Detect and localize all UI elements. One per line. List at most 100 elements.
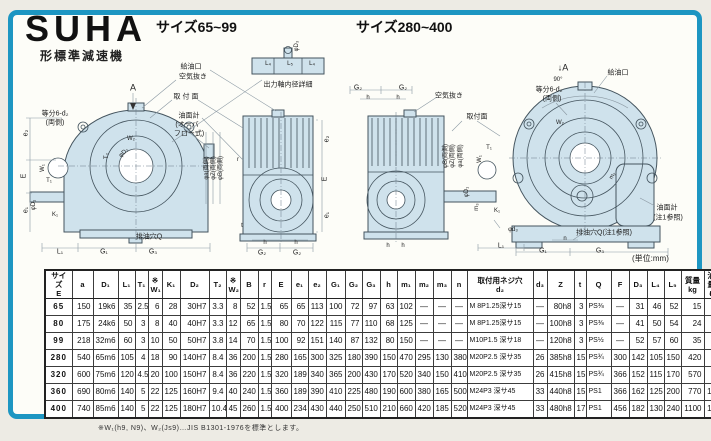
table-cell: 3.8 <box>208 332 227 350</box>
table-cell: 250 <box>344 400 363 419</box>
table-cell: 97 <box>361 298 381 316</box>
table-cell: 35 <box>680 332 705 350</box>
table-cell: 2 <box>703 315 711 333</box>
table-cell: 72 <box>344 298 363 316</box>
table-cell: 120 <box>117 366 136 384</box>
table-cell: 3.3 <box>208 315 227 333</box>
table-cell: 24 <box>680 315 705 333</box>
size-cell: 320 <box>44 366 73 384</box>
table-cell: 80 <box>379 332 398 350</box>
table-cell: 100 <box>161 366 181 384</box>
table-cell: 420 <box>414 400 434 419</box>
table-cell: 218 <box>71 332 94 350</box>
table-cell: 150H7 <box>179 366 210 384</box>
table-cell: 92 <box>290 332 309 350</box>
table-cell: 456 <box>610 400 630 419</box>
table-cell: 100 <box>325 298 346 316</box>
column-header: ※ W₂ <box>225 269 241 299</box>
table-cell: 3 <box>703 332 711 350</box>
table-cell: 19k6 <box>92 298 119 316</box>
reducer-bodies <box>29 47 661 249</box>
column-header: D₃ <box>628 269 648 299</box>
table-cell: 1.5 <box>257 400 272 419</box>
table-cell: 115 <box>646 366 665 384</box>
dimension-lines <box>26 69 669 256</box>
table-cell: 18 <box>147 349 163 367</box>
table-cell: 150 <box>71 298 94 316</box>
table-cell: 122 <box>307 315 327 333</box>
table-cell: 75m6 <box>92 366 119 384</box>
column-header: G₂ <box>344 269 363 299</box>
brand-subtitle: 形標準減速機 <box>40 49 125 63</box>
table-cell: 340 <box>307 366 327 384</box>
table-cell: 68 <box>379 315 398 333</box>
section-arrow <box>130 103 136 110</box>
column-header: L₅ <box>663 269 682 299</box>
table-cell: M 8P1.25深サ15 <box>466 315 534 333</box>
table-cell: 180H7 <box>179 400 210 419</box>
brand-logo: SUHA <box>25 8 148 49</box>
table-cell: 162 <box>628 383 648 401</box>
column-header: m₂ <box>414 269 434 299</box>
table-cell: 110 <box>361 315 381 333</box>
column-header: T₁ <box>134 269 149 299</box>
table-cell: 130 <box>646 400 665 419</box>
column-header: 取付用ネジ穴 d₂ <box>466 269 534 299</box>
table-cell: 340 <box>414 366 434 384</box>
table-cell: 125 <box>396 315 416 333</box>
table-cell: 260 <box>239 400 259 419</box>
table-cell: 150 <box>379 349 398 367</box>
table-cell: PS½ <box>585 332 612 350</box>
table-cell: 1100 <box>680 400 705 419</box>
table-cell: PS1 <box>585 383 612 401</box>
table-cell: 87 <box>344 332 363 350</box>
table-cell: 440h8 <box>546 383 575 401</box>
table-cell: 175 <box>71 315 94 333</box>
table-cell: — <box>610 298 630 316</box>
table-cell: 140 <box>117 400 136 419</box>
table-cell: 600 <box>71 366 94 384</box>
table-cell: — <box>532 332 548 350</box>
table-cell: PS⅜ <box>585 298 612 316</box>
column-header: B <box>239 269 259 299</box>
size-cell: 280 <box>44 349 73 367</box>
table-cell: 1.5 <box>257 366 272 384</box>
table-cell: — <box>414 332 434 350</box>
table-cell: 10 <box>147 332 163 350</box>
column-header: r <box>257 269 272 299</box>
table-cell: 380 <box>450 349 468 367</box>
table-cell: 3.3 <box>208 298 227 316</box>
table-cell: 36 <box>225 366 241 384</box>
table-cell: 185 <box>432 400 452 419</box>
table-cell: PS¾ <box>585 349 612 367</box>
table-cell: 160H7 <box>179 383 210 401</box>
table-cell: 1 <box>703 298 711 316</box>
table-cell: 1.5 <box>257 315 272 333</box>
table-cell: 325 <box>325 349 346 367</box>
table-cell: 320 <box>270 366 292 384</box>
table-cell: — <box>432 298 452 316</box>
table-cell: 2.5 <box>134 298 149 316</box>
table-cell: 1.5 <box>257 349 272 367</box>
table-cell: 125 <box>161 400 181 419</box>
column-header: K₁ <box>161 269 181 299</box>
table-cell: 140 <box>117 383 136 401</box>
table-cell: 152 <box>628 366 648 384</box>
table-cell: 12 <box>703 383 711 401</box>
table-cell: 70 <box>290 315 309 333</box>
table-cell: 150 <box>663 349 682 367</box>
table-cell: 12 <box>225 315 241 333</box>
table-cell: 26 <box>532 366 548 384</box>
table-cell: M20P2.5 深サ35 <box>466 366 534 384</box>
table-cell: 70 <box>239 332 259 350</box>
table-cell: 200 <box>239 349 259 367</box>
table-cell: 4.5 <box>134 366 149 384</box>
column-header: G₃ <box>361 269 381 299</box>
table-cell: 52 <box>628 332 648 350</box>
table-cell: 120h8 <box>546 332 575 350</box>
table-cell: 24k6 <box>92 315 119 333</box>
